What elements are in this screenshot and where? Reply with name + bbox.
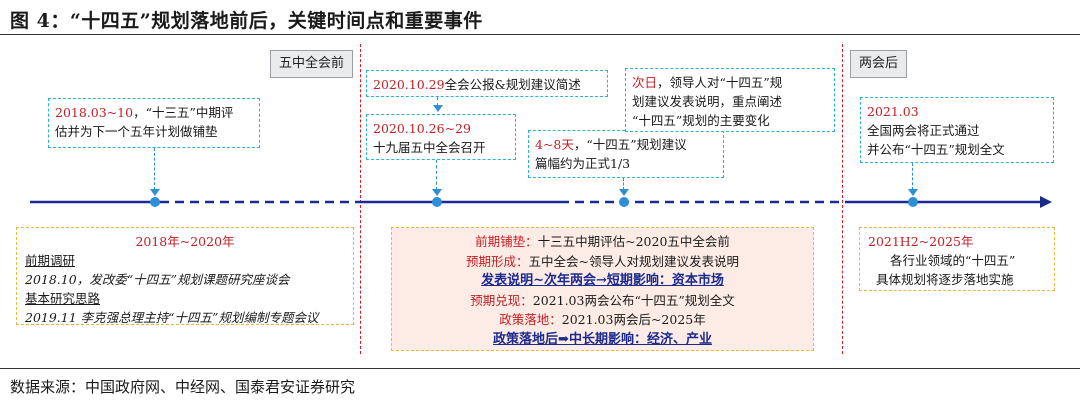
connector-arrow: [908, 189, 918, 196]
connector-arrow: [433, 105, 443, 112]
connector-arrow: [619, 189, 629, 196]
event-text: 全国两会将正式通过: [867, 123, 980, 138]
period-label: 2021H2~2025年: [868, 234, 974, 249]
stage-tag-after: 两会后: [850, 50, 908, 78]
connector-arrow: [150, 189, 160, 196]
phase-label: 预期形成：: [466, 253, 529, 269]
timeline-axis: [30, 196, 1052, 208]
long-term-impact: 政策落地后➡中长期影响：经济、产业: [493, 331, 712, 347]
event-text: ，“十四五”规划建议: [573, 137, 687, 152]
figure-title: 图 4：“十四五”规划落地前后，关键时间点和重要事件: [10, 10, 483, 32]
event-text: 全会公报&规划建议简述: [444, 77, 581, 92]
event-text: 十九届五中全会召开: [373, 140, 486, 155]
phase-label: 政策落地：: [499, 312, 562, 327]
event-2020-plenum: 2020.10.26~29 十九届五中全会召开: [366, 114, 516, 160]
connector: [437, 97, 438, 106]
event-date: 2018.03~10: [55, 105, 134, 120]
event-text: ，“十三五”中期评: [133, 105, 234, 120]
event-text: ，领导人对“十四五”规: [657, 75, 783, 90]
event-date: 次日: [632, 75, 658, 90]
box-line: 2019.11 李克强总理主持“十四五”规划编制专题会议: [25, 310, 319, 325]
timeline-dot: [619, 197, 629, 207]
timeline-dot: [150, 197, 160, 207]
footer-rule: [0, 368, 1080, 369]
box-line: 2018.10，发改委“十四五”规划课题研究座谈会: [25, 272, 290, 287]
phase-text: 五中全会~领导人对规划建议发表说明: [528, 253, 739, 269]
event-text: 估并为下一个五年计划做铺垫: [55, 124, 218, 139]
box-heading: 前期调研: [25, 253, 76, 268]
box-line: 具体规划将逐步落地实施: [876, 272, 1014, 287]
event-text: 划建议发表说明，重点阐述: [632, 94, 783, 109]
divider-before: [360, 44, 361, 354]
phase-text: 2021.03两会公布“十四五”规划全文: [532, 292, 735, 308]
phase-text: 2021.03两会后~2025年: [561, 312, 706, 327]
event-2021-nationals: 2021.03 全国两会将正式通过 并公布“十四五”规划全文: [860, 97, 1054, 163]
event-date: 2021.03: [867, 104, 919, 119]
event-date: 4~8天: [535, 137, 574, 152]
timeline-dot: [432, 197, 442, 207]
event-leader-explanation: 次日，领导人对“十四五”规 划建议发表说明，重点阐述 “十四五”规划的主要变化: [625, 68, 835, 132]
period-label: 2018年~2020年: [135, 234, 235, 249]
phase-summary-box: 前期铺垫：十三五中期评估~2020五中全会前 预期形成：五中全会~领导人对规划建…: [391, 227, 814, 351]
phase-label: 预期兑现：: [470, 292, 533, 308]
connector: [154, 148, 155, 190]
event-2018-review: 2018.03~10，“十三五”中期评 估并为下一个五年计划做铺垫: [48, 98, 260, 148]
event-text: 并公布“十四五”规划全文: [867, 142, 1005, 157]
box-line: 基本研究思路: [25, 291, 101, 306]
event-draft-length: 4~8天，“十四五”规划建议 篇幅约为正式1/3: [528, 130, 724, 178]
event-text: “十四五”规划的主要变化: [632, 113, 770, 128]
short-term-impact: 发表说明~次年两会→短期影响：资本市场: [481, 273, 724, 288]
connector-arrow: [432, 189, 442, 196]
connector: [912, 163, 913, 190]
timeline-dot: [908, 197, 918, 207]
phase-text: 十三五中期评估~2020五中全会前: [537, 234, 730, 249]
event-2020-communique: 2020.10.29全会公报&规划建议简述: [366, 70, 608, 97]
connector: [436, 160, 437, 190]
divider-after: [842, 44, 843, 354]
implementation-box: 2021H2~2025年 各行业领域的“十四五” 具体规划将逐步落地实施: [859, 227, 1055, 291]
stage-tag-before: 五中全会前: [270, 50, 354, 78]
connector: [623, 178, 624, 190]
source-note: 数据来源：中国政府网、中经网、国泰君安证券研究: [10, 378, 356, 396]
event-date: 2020.10.26~29: [373, 121, 471, 136]
title-rule: [0, 34, 1080, 35]
phase-label: 前期铺垫：: [475, 234, 538, 249]
event-text: 篇幅约为正式1/3: [535, 156, 631, 171]
pre-research-box: 2018年~2020年 前期调研 2018.10，发改委“十四五”规划课题研究座…: [16, 227, 354, 325]
event-date: 2020.10.29: [373, 77, 445, 92]
box-line: 各行业领域的“十四五”: [890, 253, 1016, 268]
